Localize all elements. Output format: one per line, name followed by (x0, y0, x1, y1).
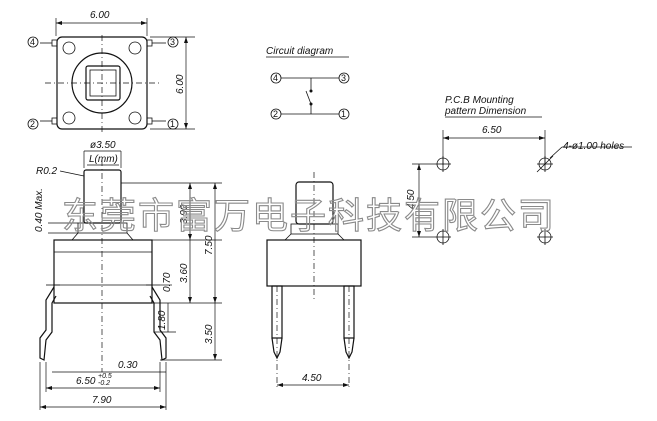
pin-marker-3: 3 (167, 36, 179, 48)
circuit-title: Circuit diagram (266, 46, 333, 57)
svg-text:1: 1 (170, 119, 175, 129)
pin-marker-2: 2 (27, 118, 39, 130)
dim-3-60: 3.60 (179, 263, 190, 283)
circuit-diagram: Circuit diagram 4 3 2 1 (266, 46, 350, 120)
svg-text:2: 2 (30, 119, 35, 129)
pcb-mounting-pattern: P.C.B Mounting pattern Dimension 6.50 4.… (406, 95, 632, 245)
stem-diameter-label: ø3.50 (90, 140, 116, 151)
front-pin-spacing: 4.50 (302, 373, 322, 384)
dim-7-90: 7.90 (92, 395, 112, 406)
watermark: 东莞市富万电子科技有限公司 (62, 196, 556, 237)
dim-0-70: 0.70 (162, 272, 173, 292)
dim-1-80: 1.80 (157, 310, 168, 330)
tolerance-upper: +0.5 (98, 373, 112, 380)
pcb-spacing-y: 4.50 (406, 189, 417, 209)
pcb-spacing-x: 6.50 (482, 125, 502, 136)
pcb-hole (537, 229, 553, 245)
pcb-holes-note: 4-ø1.00 holes (563, 141, 624, 152)
top-height-label: 6.00 (175, 74, 186, 94)
pcb-hole (435, 229, 451, 245)
front-view: 4.50 (266, 172, 362, 390)
circuit-pin-1: 1 (341, 109, 346, 119)
dim-3-50: 3.50 (204, 324, 215, 344)
pcb-title-line1: P.C.B Mounting (445, 95, 514, 106)
dim-7-50: 7.50 (204, 235, 215, 255)
radius-label: R0.2 (36, 166, 58, 177)
tolerance-lower: -0.2 (98, 380, 110, 387)
pcb-hole (536, 155, 554, 173)
max-label: 0.40 Max. (34, 188, 45, 232)
pin-marker-4: 4 (27, 36, 39, 48)
dim-0-30: 0.30 (118, 360, 138, 371)
pin-marker-1: 1 (167, 118, 179, 130)
circuit-pin-2: 2 (273, 109, 278, 119)
svg-text:3: 3 (170, 37, 175, 47)
circuit-pin-4: 4 (273, 73, 278, 83)
stem-length-label: L(mm) (89, 154, 118, 165)
top-width-label: 6.00 (90, 10, 110, 21)
circuit-pin-3: 3 (341, 73, 346, 83)
top-view: 6.00 6.00 4 (27, 10, 195, 133)
side-view: ø3.50 L(mm) R0.2 0.40 Max. 3.90 7.50 3.6… (34, 140, 222, 410)
pcb-title-line2: pattern Dimension (444, 106, 527, 117)
dim-3-90: 3.90 (179, 204, 190, 224)
dim-6-50: 6.50 (76, 376, 96, 387)
svg-text:4: 4 (30, 37, 35, 47)
pcb-hole (435, 156, 451, 172)
